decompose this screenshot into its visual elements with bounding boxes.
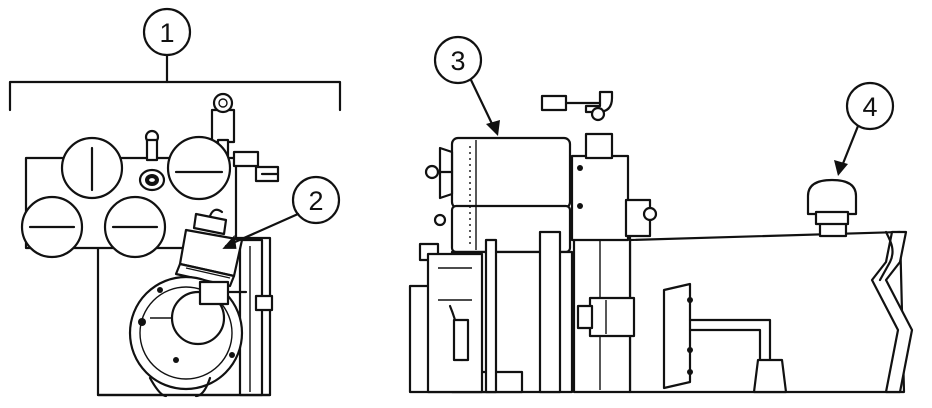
valve-block [540, 90, 658, 242]
callout-2-leader [224, 212, 300, 248]
top-fitting [210, 108, 236, 144]
callout-4-leader [840, 124, 860, 168]
gauge-top-left [60, 136, 124, 200]
side-view [408, 90, 914, 394]
callout-1-label: 1 [159, 18, 174, 48]
gauge-top-right [166, 135, 232, 201]
callout-4-label: 4 [862, 92, 877, 122]
callout-3-label: 3 [450, 46, 465, 76]
suction-tube [662, 282, 788, 394]
callout-1-bracket [8, 54, 342, 112]
motor-end-cap [128, 275, 274, 391]
solenoid-block [174, 208, 244, 288]
callout-3: 3 [433, 35, 500, 136]
breather-cap [806, 178, 858, 238]
callout-1: 1 [142, 7, 192, 57]
callout-2-label: 2 [308, 186, 323, 216]
callout-4: 4 [834, 81, 895, 176]
callout-3-leader [469, 78, 496, 130]
front-view [8, 54, 342, 398]
front-side-frame [238, 238, 264, 397]
plate-fitting [576, 296, 636, 338]
gauge-bottom-center [103, 195, 167, 259]
handle-frame [408, 230, 562, 394]
callout-2: 2 [222, 175, 341, 249]
gauge-bottom-left [20, 195, 84, 259]
